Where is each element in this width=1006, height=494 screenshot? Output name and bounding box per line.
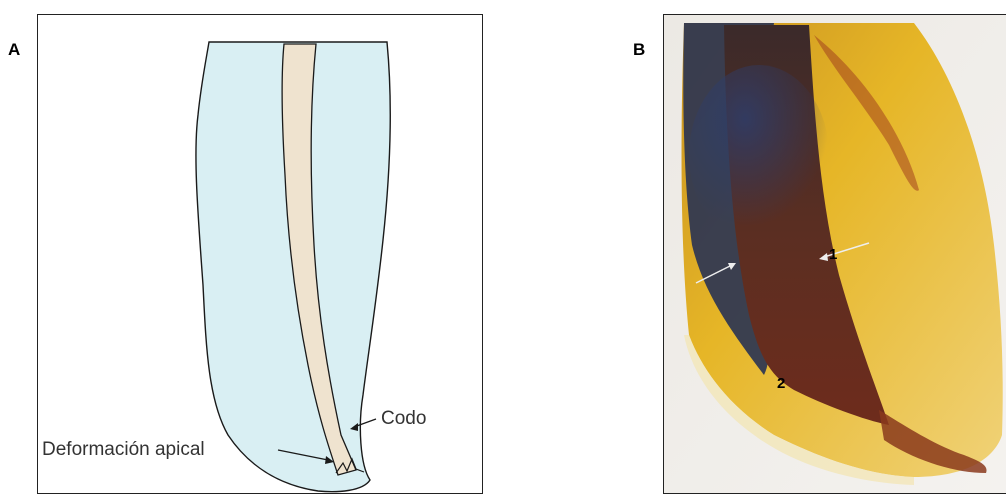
- marker-2: 2: [777, 375, 785, 392]
- label-codo: Codo: [381, 408, 426, 429]
- panel-a-letter: A: [8, 40, 20, 60]
- marker-1: 1: [829, 246, 837, 263]
- panel-a-diagram: Codo Deformación apical: [37, 14, 483, 494]
- panel-b-photo: 1 2: [663, 14, 1006, 494]
- label-deformacion-apical: Deformación apical: [42, 439, 205, 460]
- panel-b-letter: B: [633, 40, 645, 60]
- root-canal-diagram: Codo Deformación apical: [38, 15, 482, 493]
- stained-tooth-photo: 1 2: [664, 15, 1006, 493]
- blue-stain: [689, 65, 829, 245]
